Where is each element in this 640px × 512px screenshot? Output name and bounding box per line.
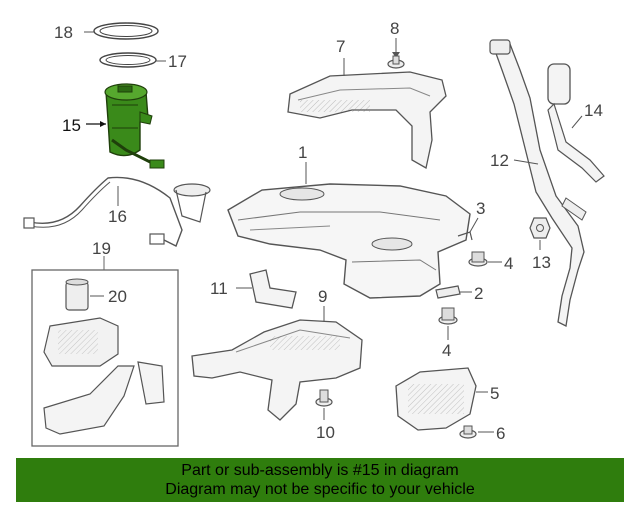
part-4-nut-lower <box>438 307 458 340</box>
callout-18: 18 <box>54 23 73 42</box>
part-16-level-sensor-harness <box>23 176 211 247</box>
highlight-banner: Part or sub-assembly is #15 in diagram D… <box>16 458 624 502</box>
part-18-lock-ring <box>84 22 159 40</box>
part-11-bracket <box>236 269 297 309</box>
part-14-vent-hose <box>547 63 605 183</box>
banner-line-1: Part or sub-assembly is #15 in diagram <box>181 462 459 479</box>
callout-4b: 4 <box>442 341 451 360</box>
callout-10: 10 <box>316 423 335 442</box>
sub-assembly-19-box <box>31 256 179 447</box>
part-15-fuel-pump-module <box>86 83 165 169</box>
part-2-strap <box>435 285 472 299</box>
callout-15: 15 <box>62 116 81 135</box>
part-13-nut <box>529 217 551 250</box>
exploded-parts-diagram: 18 17 15 16 7 <box>23 19 605 447</box>
callout-19: 19 <box>92 239 111 258</box>
part-5-lower-shield <box>395 367 488 431</box>
part-1-fuel-tank <box>227 162 471 299</box>
callout-12: 12 <box>490 151 509 170</box>
part-10-clip <box>315 389 333 420</box>
part-4-nut-upper <box>468 251 502 267</box>
callout-20: 20 <box>108 287 127 306</box>
part-8-clip <box>387 38 405 69</box>
callout-13: 13 <box>532 253 551 272</box>
callout-14: 14 <box>584 101 603 120</box>
callout-5: 5 <box>490 384 499 403</box>
callout-6: 6 <box>496 424 505 443</box>
callout-8: 8 <box>390 19 399 38</box>
banner-line-2: Diagram may not be specific to your vehi… <box>165 481 475 498</box>
callout-2: 2 <box>474 284 483 303</box>
part-12-filler-tube <box>489 39 587 327</box>
callout-4a: 4 <box>504 254 513 273</box>
callout-11: 11 <box>210 279 228 298</box>
part-17-seal <box>99 52 166 68</box>
callout-1: 1 <box>298 143 307 162</box>
part-3-strap-end <box>457 217 479 241</box>
callout-9: 9 <box>318 287 327 306</box>
part-9-skid-shield <box>191 306 363 421</box>
callout-7: 7 <box>336 37 345 56</box>
callout-16: 16 <box>108 207 127 226</box>
callout-3: 3 <box>476 199 485 218</box>
part-7-heat-shield <box>287 58 447 170</box>
part-6-clip <box>459 425 494 439</box>
callout-17: 17 <box>168 52 187 71</box>
